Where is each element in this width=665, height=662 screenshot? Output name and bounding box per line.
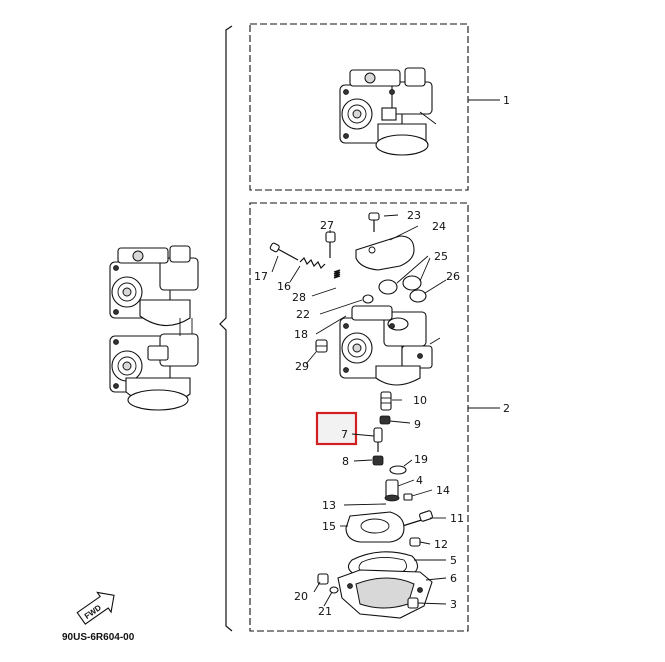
- part-9-jet: [379, 415, 391, 425]
- part-27-screw: [325, 231, 336, 258]
- part-17-pilot-screw: [269, 242, 299, 261]
- callout-number: 12: [434, 538, 448, 551]
- part-24-cover-plate: [355, 235, 415, 271]
- highlight-box: [315, 411, 358, 446]
- part-22-washer: [362, 294, 374, 304]
- assembly-number: 2: [503, 402, 510, 415]
- part-4-main-jet: [384, 479, 400, 502]
- callout-number highlighted-callout: 7: [341, 428, 348, 441]
- callout-number: 25: [434, 250, 448, 263]
- callout-number: 29: [295, 360, 309, 373]
- part-28-spring: [333, 269, 341, 279]
- callout-number: 13: [322, 499, 336, 512]
- part-23-screw: [368, 212, 380, 232]
- callout-number: 27: [320, 219, 334, 232]
- part-7-needle: [373, 427, 383, 452]
- callout-number: 9: [414, 418, 421, 431]
- part-25-cap: [378, 279, 398, 295]
- part-19-o-ring: [389, 465, 407, 475]
- part-11-screw: [395, 510, 433, 529]
- callout-number: 4: [416, 474, 423, 487]
- part-21-o-ring: [329, 586, 339, 594]
- callout-number: 20: [294, 590, 308, 603]
- callout-number: 21: [318, 605, 332, 618]
- callout-number: 11: [450, 512, 464, 525]
- assembly-1-frame: [249, 23, 469, 191]
- callout-number: 17: [254, 270, 268, 283]
- callout-number: 3: [450, 598, 457, 611]
- part-3-screw: [407, 597, 419, 609]
- callout-number: 23: [407, 209, 421, 222]
- carburetor-body: [339, 305, 441, 386]
- callout-number: 26: [446, 270, 460, 283]
- assembly-number: 1: [503, 94, 510, 107]
- part-16-spring: [299, 256, 326, 270]
- fwd-arrow-icon: FWD: [76, 591, 115, 625]
- part-6-float-bowl: [337, 569, 433, 619]
- part-20-fitting: [317, 573, 329, 585]
- part-12-screw: [409, 537, 421, 547]
- callout-number: 8: [342, 455, 349, 468]
- assembly-2-frame: [249, 202, 469, 632]
- callout-number: 15: [322, 520, 336, 533]
- callout-number: 18: [294, 328, 308, 341]
- callout-number: 24: [432, 220, 446, 233]
- callout-number: 22: [296, 308, 310, 321]
- leader-lines: [271, 214, 447, 607]
- part-26-cap: [409, 289, 427, 303]
- grouping-bracket: [219, 25, 233, 632]
- part-25-cap: [402, 275, 422, 291]
- callout-number: 5: [450, 554, 457, 567]
- callout-number: 16: [277, 280, 291, 293]
- part-14-pin: [403, 493, 413, 501]
- carburetor-illustration-top: [339, 67, 437, 156]
- part-8-jet: [372, 455, 384, 466]
- callout-number: 14: [436, 484, 450, 497]
- part-10-jet-holder: [380, 391, 392, 411]
- part-29-fitting: [315, 339, 328, 353]
- drawing-code: 90US-6R604-00: [62, 632, 135, 643]
- callout-number: 6: [450, 572, 457, 585]
- callout-number: 10: [413, 394, 427, 407]
- callout-number: 19: [414, 453, 428, 466]
- part-15-float: [345, 511, 405, 543]
- callout-number: 28: [292, 291, 306, 304]
- carburetor-pair-illustration: [109, 245, 199, 411]
